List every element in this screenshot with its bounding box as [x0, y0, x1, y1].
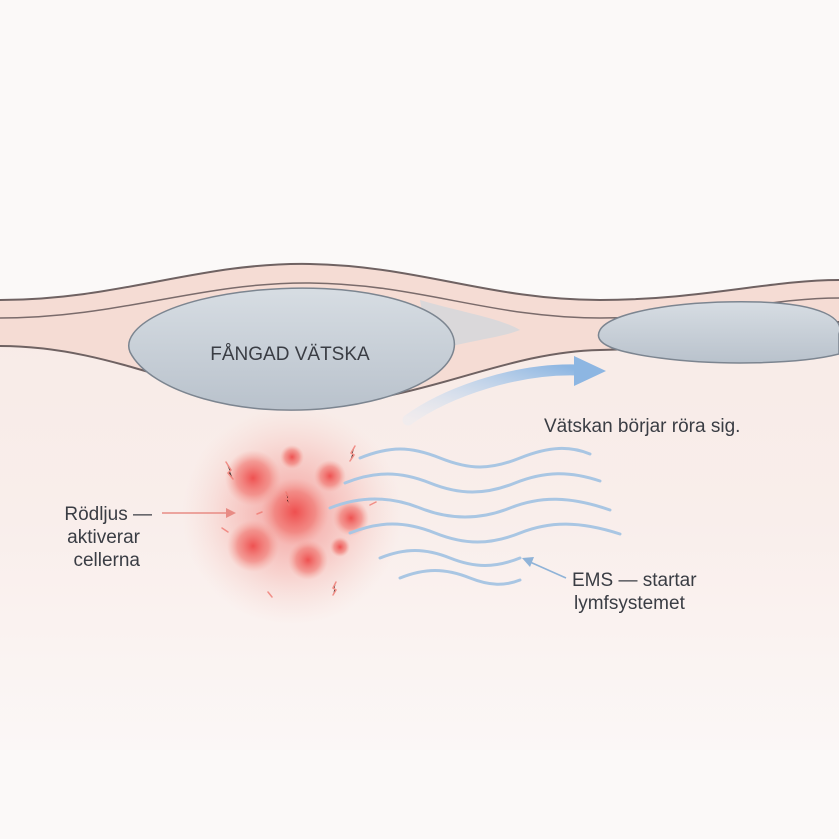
fluid-moves-label: Vätskan börjar röra sig.: [544, 416, 740, 437]
moving-fluid-pocket: [597, 301, 839, 364]
curved-arrow-right-icon: [402, 356, 606, 426]
glowing-red-cells-icon: [182, 405, 402, 625]
ems-label-line2: lymfsystemet: [574, 593, 686, 614]
red-light-label-line1: Rödljus —: [64, 504, 152, 525]
trapped-fluid-label: FÅNGAD VÄTSKA: [210, 344, 370, 365]
skin-outer-line: [0, 262, 839, 302]
ems-pointer: [522, 557, 567, 579]
ems-label-line1: EMS — startar: [572, 570, 697, 591]
red-light-label-line2: aktiverar: [67, 527, 141, 548]
tissue-area: [0, 330, 839, 750]
wave-lines-icon: [328, 446, 622, 586]
red-light-label-line3: cellerna: [73, 550, 140, 571]
trapped-fluid-pocket: [128, 287, 456, 411]
red-light-pointer: [162, 508, 236, 518]
